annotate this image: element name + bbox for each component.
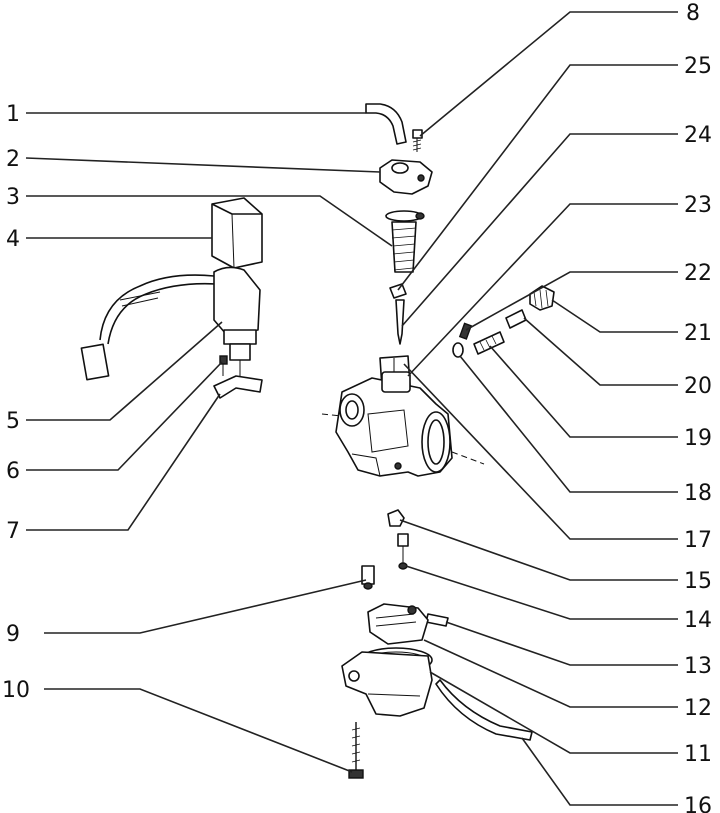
part-13-pin [425, 613, 449, 627]
leader-15 [399, 519, 678, 581]
part-19-spring [473, 331, 505, 355]
part-10-screw [348, 722, 364, 779]
callout-11: 11 [684, 742, 712, 767]
part-16-drain-hose [435, 679, 533, 741]
callout-1: 1 [6, 102, 20, 127]
part-1-fuel-pipe [365, 103, 407, 145]
part-18-oring [452, 342, 464, 358]
part-20-screw [505, 309, 527, 329]
leader-14 [405, 565, 678, 620]
callout-14: 14 [684, 608, 712, 633]
leader-19 [489, 345, 678, 438]
leader-10 [44, 688, 353, 773]
leader-23 [407, 203, 678, 377]
parts [80, 103, 555, 779]
part-15-jet [387, 509, 405, 527]
callout-19: 19 [684, 426, 712, 451]
callout-10: 10 [2, 678, 30, 703]
leader-17 [403, 363, 678, 540]
leader-3 [26, 195, 393, 247]
leader-22 [465, 271, 678, 331]
float-bowl [341, 651, 433, 717]
callout-6: 6 [6, 459, 20, 484]
part-6-7-clamp [213, 355, 263, 399]
leader-11 [429, 671, 678, 754]
leader-7 [26, 393, 221, 531]
part-5-electric-choke [80, 266, 261, 381]
leader-12 [423, 639, 678, 708]
callout-22: 22 [684, 261, 712, 286]
callout-20: 20 [684, 374, 712, 399]
callout-2: 2 [6, 147, 20, 172]
part-3-spring [385, 210, 425, 273]
leader-25 [397, 64, 678, 291]
callout-15: 15 [684, 569, 712, 594]
callout-16: 16 [684, 794, 712, 813]
callout-12: 12 [684, 696, 712, 721]
leader-2 [25, 157, 381, 173]
callout-8: 8 [686, 1, 700, 26]
leader-6 [26, 361, 223, 471]
leader-5 [26, 321, 223, 421]
callout-23: 23 [684, 193, 712, 218]
leader-24 [401, 133, 678, 327]
callout-18: 18 [684, 481, 712, 506]
leader-9 [44, 579, 367, 634]
part-9-main-jet [361, 565, 375, 590]
part-4-starter-cap [211, 197, 263, 269]
callout-4: 4 [6, 227, 20, 252]
callout-17: 17 [684, 528, 712, 553]
callout-21: 21 [684, 321, 712, 346]
carburetor-body [321, 371, 485, 477]
part-22-screw [458, 322, 473, 340]
leader-21 [551, 299, 678, 333]
part-21-cap [529, 285, 555, 311]
part-25-clip [389, 283, 407, 299]
callout-3: 3 [6, 185, 20, 210]
part-24-needle [395, 299, 405, 345]
callout-7: 7 [6, 519, 20, 544]
leader-lines [25, 11, 678, 806]
leader-20 [523, 317, 678, 386]
part-12-float [367, 603, 429, 645]
part-2-cover [379, 159, 433, 195]
leader-8 [419, 11, 678, 137]
callout-5: 5 [6, 409, 20, 434]
leader-18 [459, 355, 678, 493]
callout-25: 25 [684, 54, 712, 79]
part-14-nozzle [397, 533, 409, 570]
leader-13 [445, 621, 678, 666]
leader-16 [521, 737, 678, 806]
callout-24: 24 [684, 123, 712, 148]
callout-9: 9 [6, 622, 20, 647]
callout-13: 13 [684, 654, 712, 679]
part-8-screw [412, 129, 423, 152]
